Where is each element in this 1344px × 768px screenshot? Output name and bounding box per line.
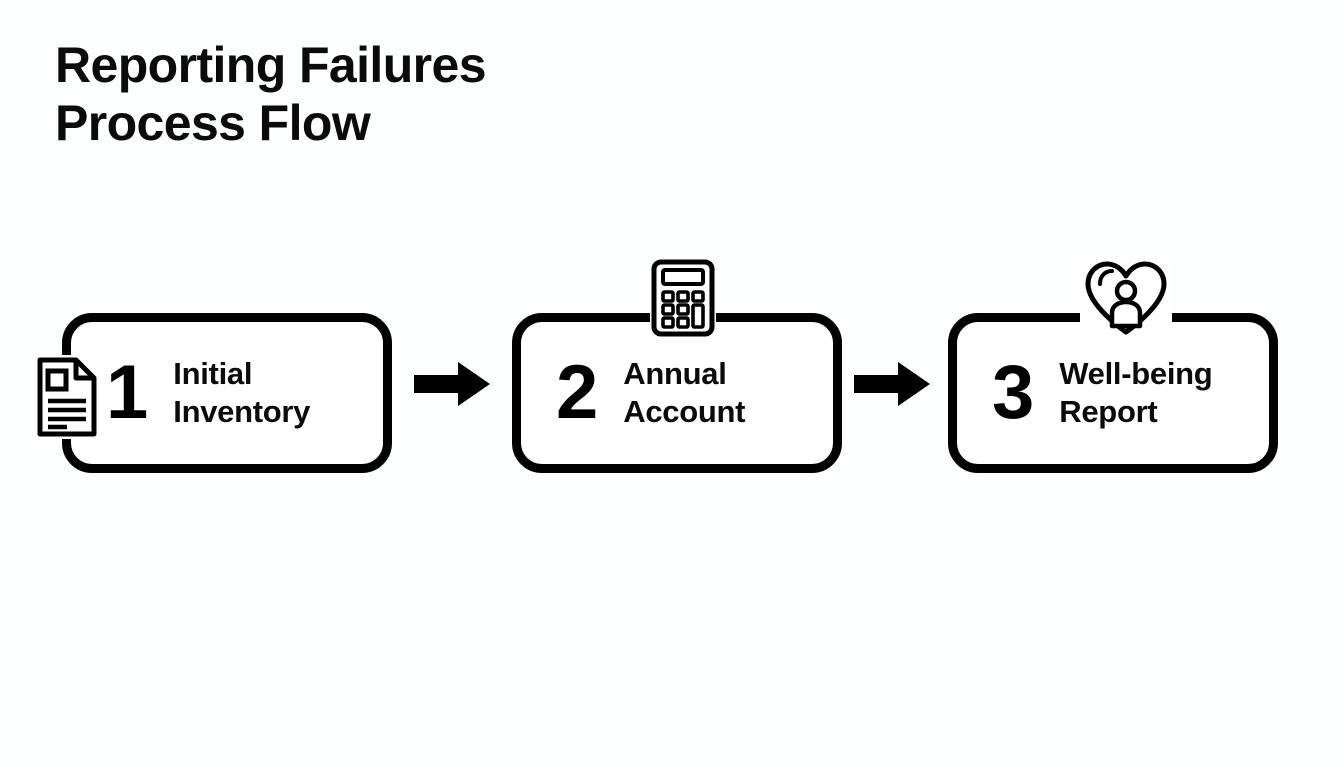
step-1-content: 1 Initial Inventory <box>62 313 392 473</box>
step-3-label: Well-being Report <box>1059 356 1213 429</box>
process-step-1[interactable]: 1 Initial Inventory <box>35 248 392 488</box>
step-3-content: 3 Well-being Report <box>948 313 1278 473</box>
process-step-3[interactable]: 3 Well-being Report <box>940 248 1278 488</box>
page-title-line-2: Process Flow <box>55 95 371 151</box>
step-1-number: 1 <box>106 350 148 435</box>
step-1-box <box>62 313 392 473</box>
arrow-right-icon-1 <box>414 362 490 406</box>
process-flow-diagram: 1 Initial Inventory <box>0 248 1344 488</box>
calculator-icon <box>650 259 716 337</box>
step-2-content: 2 Annual Account <box>512 313 842 473</box>
page-title-line-1: Reporting Failures <box>55 37 487 93</box>
step-1-label: Initial Inventory <box>173 356 311 429</box>
document-icon <box>35 355 99 439</box>
arrow-right-icon-2 <box>854 362 930 406</box>
step-2-number: 2 <box>556 350 598 435</box>
process-step-2[interactable]: 2 Annual Account <box>504 248 842 488</box>
page-title: Reporting Failures Process Flow <box>55 36 755 152</box>
step-2-label: Annual Account <box>623 356 746 429</box>
step-3-number: 3 <box>992 350 1034 435</box>
heart-person-icon <box>1080 258 1172 338</box>
